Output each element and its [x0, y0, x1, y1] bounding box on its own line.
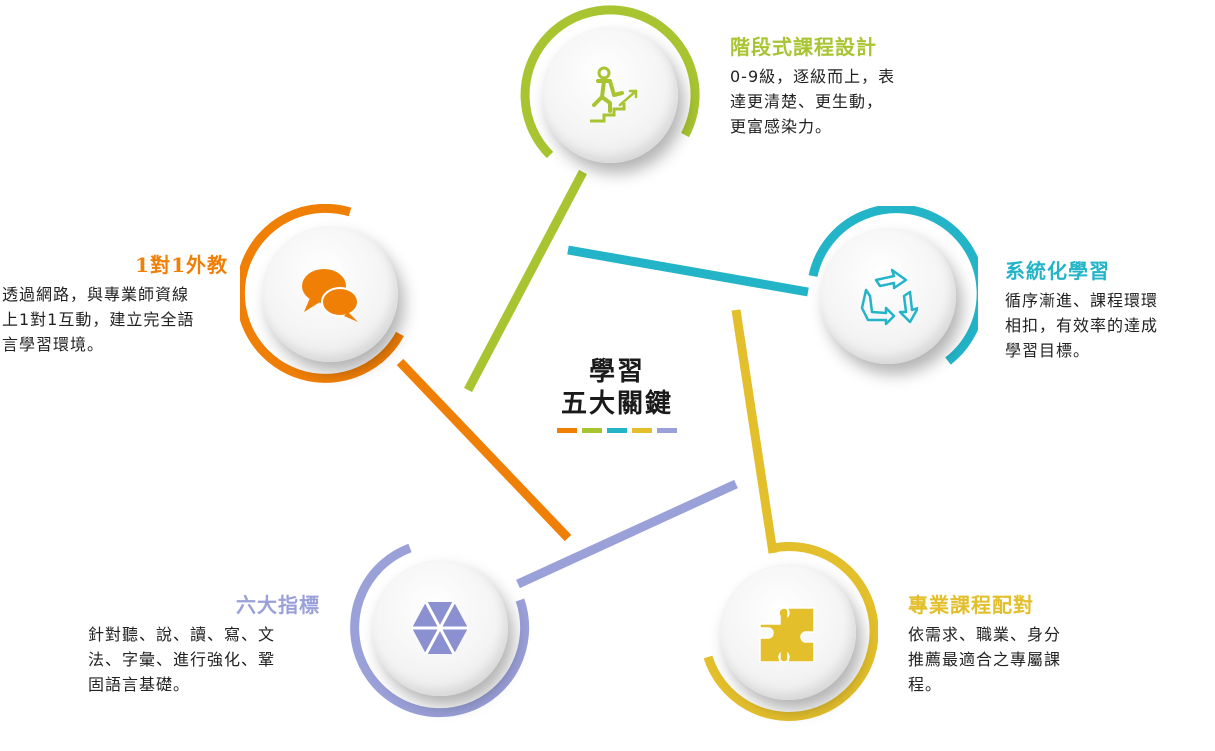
climbing-stairs-icon	[590, 66, 638, 123]
desc-line: 達更清楚、更生動，	[730, 92, 884, 111]
color-bar-green	[582, 428, 602, 433]
icon-disc	[820, 228, 956, 364]
connector-yellow	[731, 309, 778, 554]
label-matching: 專業課程配對 依需求、職業、身分 推薦最適合之專屬課 程。	[908, 592, 1128, 697]
color-bar-cyan	[607, 428, 627, 433]
puzzle-icon	[759, 607, 815, 662]
node-description: 0-9級，逐級而上，表 達更清楚、更生動， 更富感染力。	[730, 64, 970, 139]
ring-yellow	[703, 542, 878, 721]
icon-disc	[262, 226, 398, 362]
ring-cyan	[808, 206, 978, 365]
ring-purple	[350, 543, 530, 718]
desc-line: 相扣，有效率的達成	[1005, 316, 1159, 335]
node-indicators	[350, 538, 530, 718]
node-tutor	[240, 204, 420, 384]
color-bars	[557, 428, 677, 433]
connector-orange	[396, 358, 572, 542]
ring-orange	[240, 204, 404, 383]
desc-line: 依需求、職業、身分	[908, 625, 1062, 644]
node-description: 循序漸進、課程環環 相扣，有效率的達成 學習目標。	[1005, 288, 1210, 363]
node-title: 階段式課程設計	[730, 35, 877, 59]
label-stepped-course: 階段式課程設計 0-9級，逐級而上，表 達更清楚、更生動， 更富感染力。	[730, 34, 970, 139]
center-title-line1: 學習	[588, 357, 645, 387]
label-tutor: 1對1外教 透過網路，與專業師資線 上1對1互動，建立完全語 言學習環境。	[2, 252, 228, 357]
node-title: 1對1外教	[135, 253, 228, 277]
node-title: 專業課程配對	[908, 593, 1034, 617]
desc-line: 循序漸進、課程環環	[1005, 291, 1159, 310]
node-description: 針對聽、說、讀、寫、文 法、字彙、進行強化、鞏 固語言基礎。	[88, 622, 320, 697]
node-description: 依需求、職業、身分 推薦最適合之專屬課 程。	[908, 622, 1128, 697]
desc-line: 更富感染力。	[730, 117, 833, 136]
icon-disc	[720, 564, 856, 700]
desc-line: 透過網路，與專業師資線	[2, 285, 190, 304]
desc-line: 法、字彙、進行強化、鞏	[88, 650, 276, 669]
center-title-line2: 五大關鍵	[560, 389, 673, 419]
desc-line: 針對聽、說、讀、寫、文	[88, 625, 276, 644]
label-indicators: 六大指標 針對聽、說、讀、寫、文 法、字彙、進行強化、鞏 固語言基礎。	[60, 592, 320, 697]
connector-purple	[516, 479, 738, 589]
icon-disc	[542, 27, 678, 163]
desc-line: 言學習環境。	[2, 335, 105, 354]
connector-cyan	[567, 245, 809, 297]
desc-line: 0-9級，逐級而上，表	[730, 67, 896, 86]
color-bar-yellow	[632, 428, 652, 433]
node-title: 六大指標	[236, 593, 320, 617]
desc-line: 推薦最適合之專屬課	[908, 650, 1062, 669]
desc-line: 上1對1互動，建立完全語	[2, 310, 195, 329]
chat-bubbles-icon	[302, 269, 359, 322]
center-title: 學習 五大關鍵	[552, 356, 682, 433]
hexagon-icon	[412, 601, 468, 655]
node-title: 系統化學習	[1005, 259, 1110, 283]
connector-green	[464, 169, 587, 393]
ring-green	[520, 5, 700, 159]
desc-line: 程。	[908, 675, 943, 694]
color-bar-orange	[557, 428, 577, 433]
recycle-arrows-icon	[860, 268, 918, 326]
desc-line: 學習目標。	[1005, 341, 1091, 360]
node-stepped-course	[520, 5, 700, 185]
node-description: 透過網路，與專業師資線 上1對1互動，建立完全語 言學習環境。	[2, 282, 228, 357]
desc-line: 固語言基礎。	[88, 675, 191, 694]
color-bar-purple	[657, 428, 677, 433]
icon-disc	[372, 560, 508, 696]
node-matching	[698, 542, 878, 722]
node-systematic	[798, 206, 978, 386]
label-systematic: 系統化學習 循序漸進、課程環環 相扣，有效率的達成 學習目標。	[1005, 258, 1210, 363]
